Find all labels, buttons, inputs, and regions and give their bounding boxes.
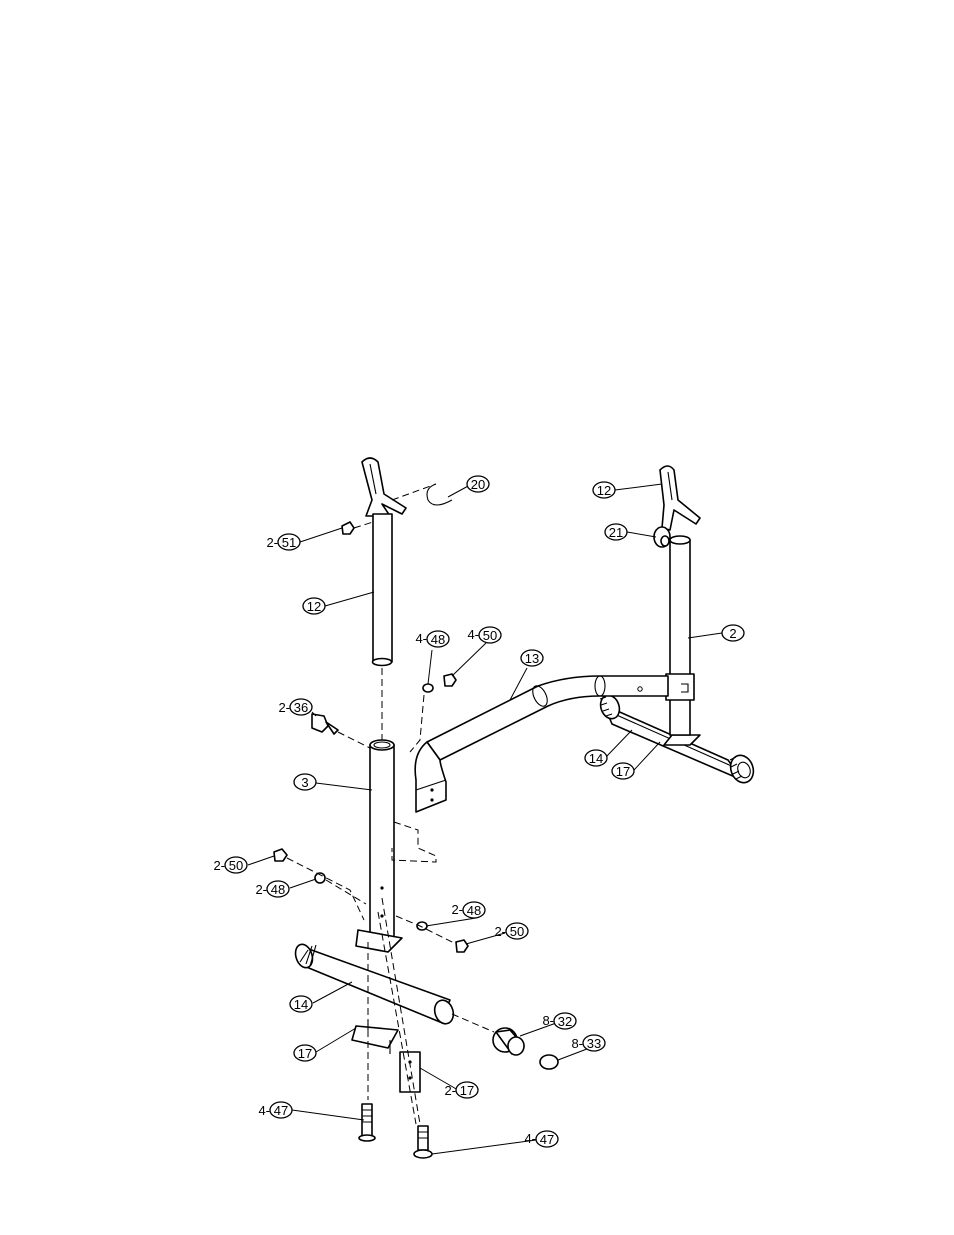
- svg-text:20: 20: [471, 477, 485, 492]
- callout-14-right: 14: [584, 749, 608, 767]
- leader-lines: [247, 483, 723, 1155]
- svg-text:4-: 4-: [467, 627, 479, 642]
- callout-3: 3: [293, 773, 317, 791]
- crossbar-tube: [414, 675, 669, 813]
- left-base-tube: [294, 943, 455, 1025]
- svg-text:12: 12: [597, 483, 611, 498]
- svg-text:2-: 2-: [255, 882, 267, 897]
- washer-48-right: [416, 921, 428, 931]
- callout-12-left: 12: [302, 597, 326, 615]
- svg-text:2-: 2-: [451, 902, 463, 917]
- callout-4-50: 4- 50: [467, 626, 502, 644]
- callout-14-left: 14: [289, 995, 313, 1013]
- svg-text:8-: 8-: [571, 1036, 583, 1051]
- svg-text:17: 17: [460, 1083, 474, 1098]
- right-upright-tube: [665, 535, 695, 736]
- right-j-hook: [659, 465, 701, 531]
- svg-text:13: 13: [525, 651, 539, 666]
- svg-text:36: 36: [294, 700, 308, 715]
- svg-text:33: 33: [587, 1036, 601, 1051]
- svg-text:21: 21: [609, 525, 623, 540]
- nut-51: [341, 521, 355, 535]
- svg-text:14: 14: [589, 751, 603, 766]
- svg-text:51: 51: [282, 535, 296, 550]
- bolt-36: [311, 713, 339, 735]
- bolt-47-left: [358, 1103, 376, 1142]
- callout-17-left: 17: [293, 1044, 317, 1062]
- nut-50-top: [443, 673, 457, 687]
- front-bracket-lower: [351, 1025, 399, 1049]
- foot-cap-32: [492, 1027, 525, 1056]
- callout-4-48: 4- 48: [415, 630, 450, 648]
- nut-50-left: [273, 848, 288, 862]
- callout-12-right: 12: [592, 481, 616, 499]
- callout-2-48-right: 2- 48: [451, 901, 486, 919]
- spring-clip: [426, 483, 453, 506]
- nut-50-right: [455, 939, 469, 953]
- callout-8-32: 8- 32: [542, 1012, 577, 1030]
- callout-21: 21: [604, 523, 628, 541]
- svg-text:17: 17: [298, 1046, 312, 1061]
- svg-text:50: 50: [510, 924, 524, 939]
- svg-text:12: 12: [307, 599, 321, 614]
- svg-text:4-: 4-: [258, 1103, 270, 1118]
- washer-48-top: [422, 683, 434, 693]
- pop-pin: [653, 526, 671, 548]
- left-upright-assembly: [273, 457, 559, 1159]
- svg-text:3: 3: [301, 775, 308, 790]
- svg-text:2-: 2-: [278, 700, 290, 715]
- svg-text:32: 32: [558, 1014, 572, 1029]
- front-bracket-upper: [355, 929, 403, 953]
- callout-2: 2: [721, 624, 745, 642]
- left-j-hook: [361, 457, 407, 517]
- svg-text:17: 17: [616, 764, 630, 779]
- svg-text:4-: 4-: [415, 631, 427, 646]
- right-upright-assembly: [414, 465, 755, 813]
- svg-text:47: 47: [274, 1103, 288, 1118]
- callout-4-47-left: 4- 47: [258, 1101, 293, 1119]
- svg-text:48: 48: [271, 882, 285, 897]
- callout-2-50-left: 2- 50: [213, 856, 248, 874]
- callout-2-50-right: 2- 50: [494, 922, 529, 940]
- callout-20: 20: [466, 475, 490, 493]
- callout-2-17: 2- 17: [444, 1081, 479, 1099]
- end-cap-33: [539, 1054, 559, 1070]
- svg-text:8-: 8-: [542, 1013, 554, 1028]
- callout-2-51: 2- 51: [266, 533, 301, 551]
- svg-text:2-: 2-: [266, 535, 278, 550]
- bolt-47-right: [413, 1125, 433, 1159]
- svg-text:14: 14: [294, 997, 308, 1012]
- callout-4-47-right: 4- 47: [524, 1130, 559, 1148]
- bracket-plate-17: [399, 1051, 421, 1093]
- svg-text:48: 48: [467, 903, 481, 918]
- svg-text:2-: 2-: [444, 1083, 456, 1098]
- callout-17-right: 17: [611, 762, 635, 780]
- svg-text:50: 50: [229, 858, 243, 873]
- svg-text:2-: 2-: [494, 924, 506, 939]
- callout-2-36: 2- 36: [278, 698, 313, 716]
- left-upright-tube: [369, 739, 395, 943]
- left-upper-tube: [371, 513, 393, 667]
- svg-text:2: 2: [729, 626, 736, 641]
- svg-text:48: 48: [431, 632, 445, 647]
- svg-text:4-: 4-: [524, 1131, 536, 1146]
- callout-8-33: 8- 33: [571, 1034, 606, 1052]
- svg-text:50: 50: [483, 628, 497, 643]
- svg-text:47: 47: [540, 1132, 554, 1147]
- svg-text:2-: 2-: [213, 858, 225, 873]
- callout-13: 13: [520, 649, 544, 667]
- callout-2-48-left: 2- 48: [255, 880, 290, 898]
